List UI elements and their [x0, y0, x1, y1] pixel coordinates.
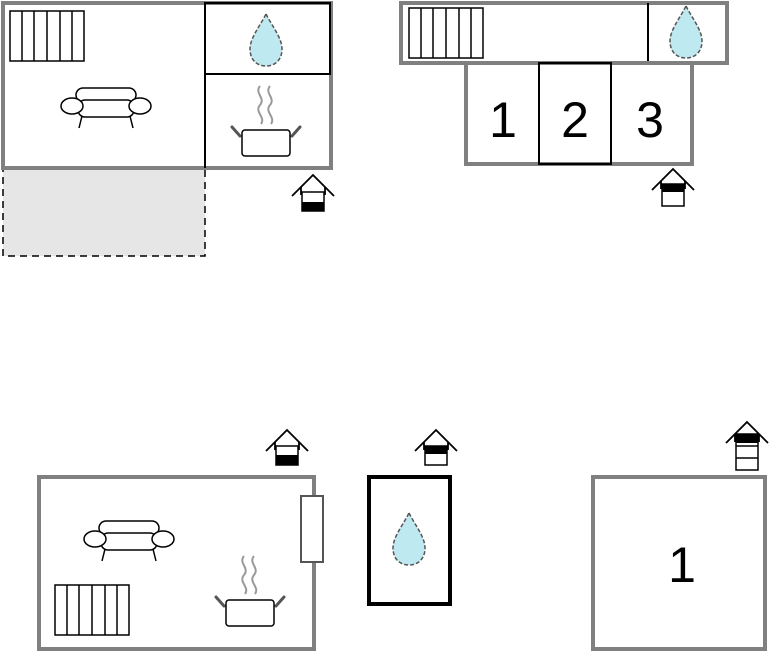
- bedroom-wall: [591, 475, 767, 651]
- floor-4-unit: 1: [591, 475, 767, 651]
- bedroom-2-label: 2: [561, 92, 589, 148]
- radiator-icon: [408, 7, 484, 59]
- terrace-area: [2, 167, 206, 257]
- bathroom-unit: [367, 475, 452, 606]
- water-drop-icon: [392, 512, 426, 566]
- wardrobe: [300, 495, 324, 563]
- floor-level-icon: [651, 168, 695, 207]
- bathroom-room: [367, 475, 452, 606]
- sofa-icon: [60, 87, 152, 129]
- bathroom-room: [204, 2, 331, 75]
- floor-2-unit: 1 2 3: [399, 1, 729, 166]
- floor-1-unit: [1, 1, 333, 257]
- bedroom-1-label: 1: [489, 92, 517, 148]
- radiator-icon: [9, 10, 85, 62]
- water-drop-icon: [249, 13, 283, 67]
- floor-level-icon: [725, 421, 769, 471]
- cooking-pot-icon: [230, 84, 302, 158]
- floor-level-icon: [265, 429, 309, 466]
- water-drop-icon: [669, 5, 703, 59]
- cooking-pot-icon: [214, 554, 286, 628]
- floor-3-unit: [37, 475, 324, 651]
- bedroom-3-label: 3: [636, 92, 664, 148]
- floor-level-icon: [291, 174, 335, 212]
- bedroom-2-room: [538, 62, 612, 165]
- bedroom-1-label: 1: [668, 537, 696, 593]
- sofa-icon: [83, 520, 175, 562]
- floor-level-icon: [414, 429, 458, 466]
- radiator-icon: [54, 584, 130, 636]
- living-room-wall: [1, 1, 333, 170]
